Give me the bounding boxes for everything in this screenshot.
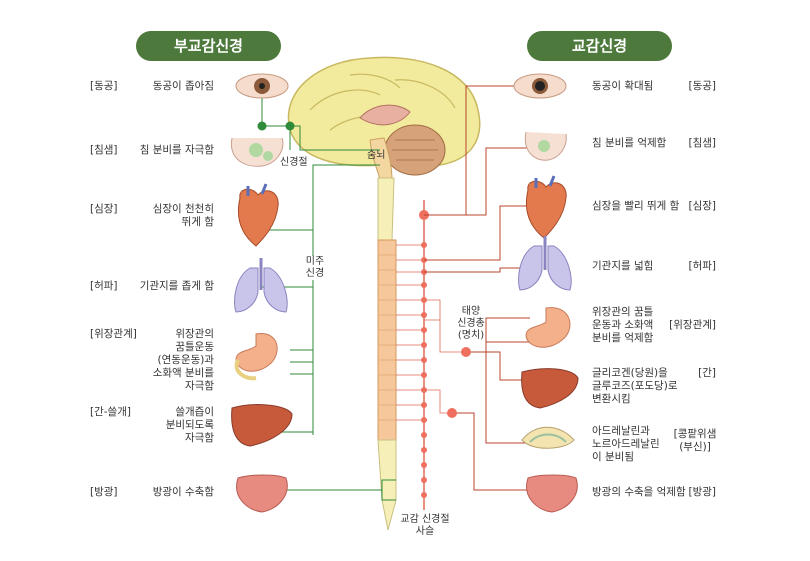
parasympathetic-nerves: [261, 86, 396, 501]
left-tag-bladder: [방광]: [90, 486, 118, 498]
right-desc-gi: 위장관의 꿈틀 운동과 소화액 분비를 억제함: [592, 306, 654, 344]
left-desc-heart: 심장이 천천히 뛰게 함: [152, 203, 214, 228]
right-desc-adrenal: 아드레날린과 노르아드레날린 이 분비됨: [592, 425, 660, 463]
liver-icon: [231, 404, 293, 447]
bladder-icon: [526, 474, 578, 513]
adrenal-gland-icon: [521, 426, 575, 449]
left-tag-pupil: [동공]: [90, 80, 118, 92]
sympathetic-nerves: [424, 85, 530, 491]
right-desc-pupil: 동공이 확대됨: [592, 80, 654, 92]
right-tag-pupil: [동공]: [688, 80, 716, 92]
right-tag-bladder: [방광]: [688, 486, 716, 498]
stomach-icon: [234, 333, 278, 381]
left-desc-salivary: 침 분비를 자극함: [139, 144, 214, 156]
heart-icon: [238, 183, 279, 247]
parasympathetic-title: 부교감신경: [136, 31, 281, 61]
heart-icon: [526, 175, 567, 239]
lungs-icon: [518, 236, 572, 291]
salivary-gland-icon: [524, 131, 567, 161]
right-tag-heart: [심장]: [688, 200, 716, 212]
medulla-label: 숨뇌: [367, 150, 386, 161]
left-tag-liver: [간-쓸개]: [90, 406, 131, 418]
liver-icon: [521, 368, 579, 409]
right-desc-bladder: 방광의 수축을 억제함: [592, 486, 686, 498]
left-tag-lungs: [허파]: [90, 280, 118, 292]
right-tag-gi: [위장관계]: [669, 319, 716, 331]
ganglion-label: 신경절: [279, 157, 309, 169]
lungs-icon: [234, 258, 288, 313]
right-tag-adrenal: [콩팥위샘 (부신)]: [673, 428, 717, 453]
eye-dilated-icon: [513, 73, 567, 99]
left-desc-gi: 위장관의 꿈틀운동 (연동운동)과 소화액 분비를 자극함: [152, 328, 214, 392]
right-desc-liver: 글리코겐(당원)을 글루코즈(포도당)로 변환시킴: [592, 367, 678, 405]
right-desc-lungs: 기관지를 넓힘: [592, 260, 654, 272]
right-tag-salivary: [침샘]: [688, 137, 716, 149]
bladder-icon: [236, 474, 288, 513]
vagus-nerve-label: 미주 신경: [300, 256, 330, 280]
left-tag-salivary: [침샘]: [90, 144, 118, 156]
left-tag-heart: [심장]: [90, 203, 118, 215]
right-desc-salivary: 침 분비를 억제함: [592, 137, 667, 149]
right-desc-heart: 심장을 빨리 뛰게 함: [592, 200, 680, 212]
sympathetic-title: 교감신경: [527, 31, 672, 61]
left-desc-bladder: 방광이 수축함: [152, 486, 214, 498]
sympathetic-chain: [396, 200, 466, 510]
brain-illustration: [287, 56, 481, 181]
spinal-cord: [377, 177, 397, 531]
solar-plexus-label: 태양 신경총 (명치): [457, 306, 485, 341]
left-desc-lungs: 기관지를 좁게 함: [139, 280, 214, 292]
left-tag-gi: [위장관계]: [90, 328, 137, 340]
eye-icon: [235, 73, 289, 99]
left-desc-liver: 쓸개즙이 분비되도록 자극함: [165, 406, 214, 444]
sympathetic-chain-label: 교감 신경절 사슬: [394, 514, 456, 538]
right-tag-lungs: [허파]: [688, 260, 716, 272]
left-desc-pupil: 동공이 좁아짐: [152, 80, 214, 92]
salivary-gland-icon: [230, 137, 284, 167]
stomach-icon: [525, 307, 571, 348]
right-tag-liver: [간]: [698, 367, 716, 379]
